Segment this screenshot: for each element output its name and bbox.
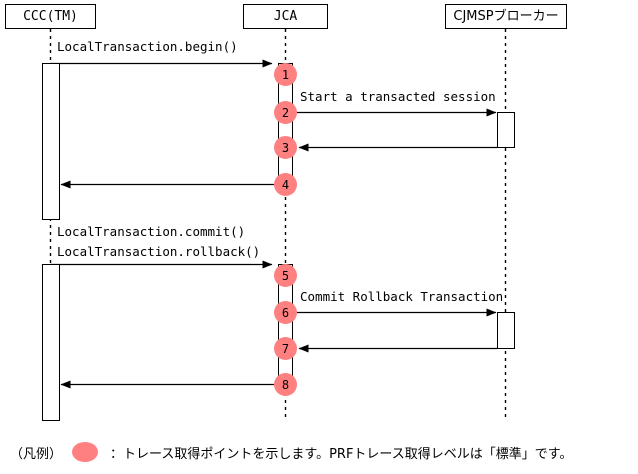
activation-bar-ccc-lower (42, 264, 60, 421)
trace-point-marker-3: 3 (274, 136, 297, 159)
legend: （凡例） ：トレース取得ポイントを示します。PRFトレース取得レベルは「標準」で… (10, 437, 634, 467)
trace-point-marker-4: 4 (274, 173, 297, 196)
trace-point-number-7: 7 (281, 341, 290, 356)
participant-box-ccc: CCC(TM) (5, 4, 96, 29)
participant-label-broker: CJMSPブローカー (453, 9, 559, 24)
message-arrows (50, 59, 497, 389)
trace-point-number-2: 2 (281, 105, 290, 120)
trace-point-marker-8: 8 (274, 373, 297, 396)
message-label-2: Start a transacted session (300, 89, 496, 104)
trace-point-legend-icon (72, 442, 99, 462)
legend-description: ：トレース取得ポイントを示します。PRFトレース取得レベルは「標準」です。 (110, 446, 573, 462)
trace-point-marker-2: 2 (274, 101, 297, 124)
message-label-1: LocalTransaction.begin() (57, 39, 238, 54)
participant-box-broker: CJMSPブローカー (445, 4, 567, 29)
trace-point-number-4: 4 (281, 177, 290, 192)
trace-point-number-5: 5 (281, 268, 290, 283)
message-label-5b: LocalTransaction.rollback() (57, 244, 261, 259)
trace-point-number-6: 6 (281, 305, 290, 320)
trace-point-marker-7: 7 (274, 337, 297, 360)
trace-point-marker-6: 6 (274, 301, 297, 324)
message-label-5a: LocalTransaction.commit() (57, 224, 246, 239)
activation-bar-ccc-upper (42, 63, 60, 220)
participant-label-jca: JCA (273, 9, 298, 24)
trace-point-number-3: 3 (281, 140, 290, 155)
trace-point-marker-1: 1 (274, 63, 297, 86)
participant-label-ccc: CCC(TM) (23, 9, 78, 24)
trace-point-number-8: 8 (281, 377, 290, 392)
participant-box-jca: JCA (243, 4, 328, 29)
legend-prefix-label: （凡例） (10, 446, 63, 462)
activation-bar-broker-lower (497, 312, 515, 349)
trace-point-marker-5: 5 (274, 264, 297, 287)
message-label-6: Commit Rollback Transaction (300, 289, 504, 304)
trace-point-number-1: 1 (281, 67, 290, 82)
activation-bar-broker-upper (497, 112, 515, 148)
